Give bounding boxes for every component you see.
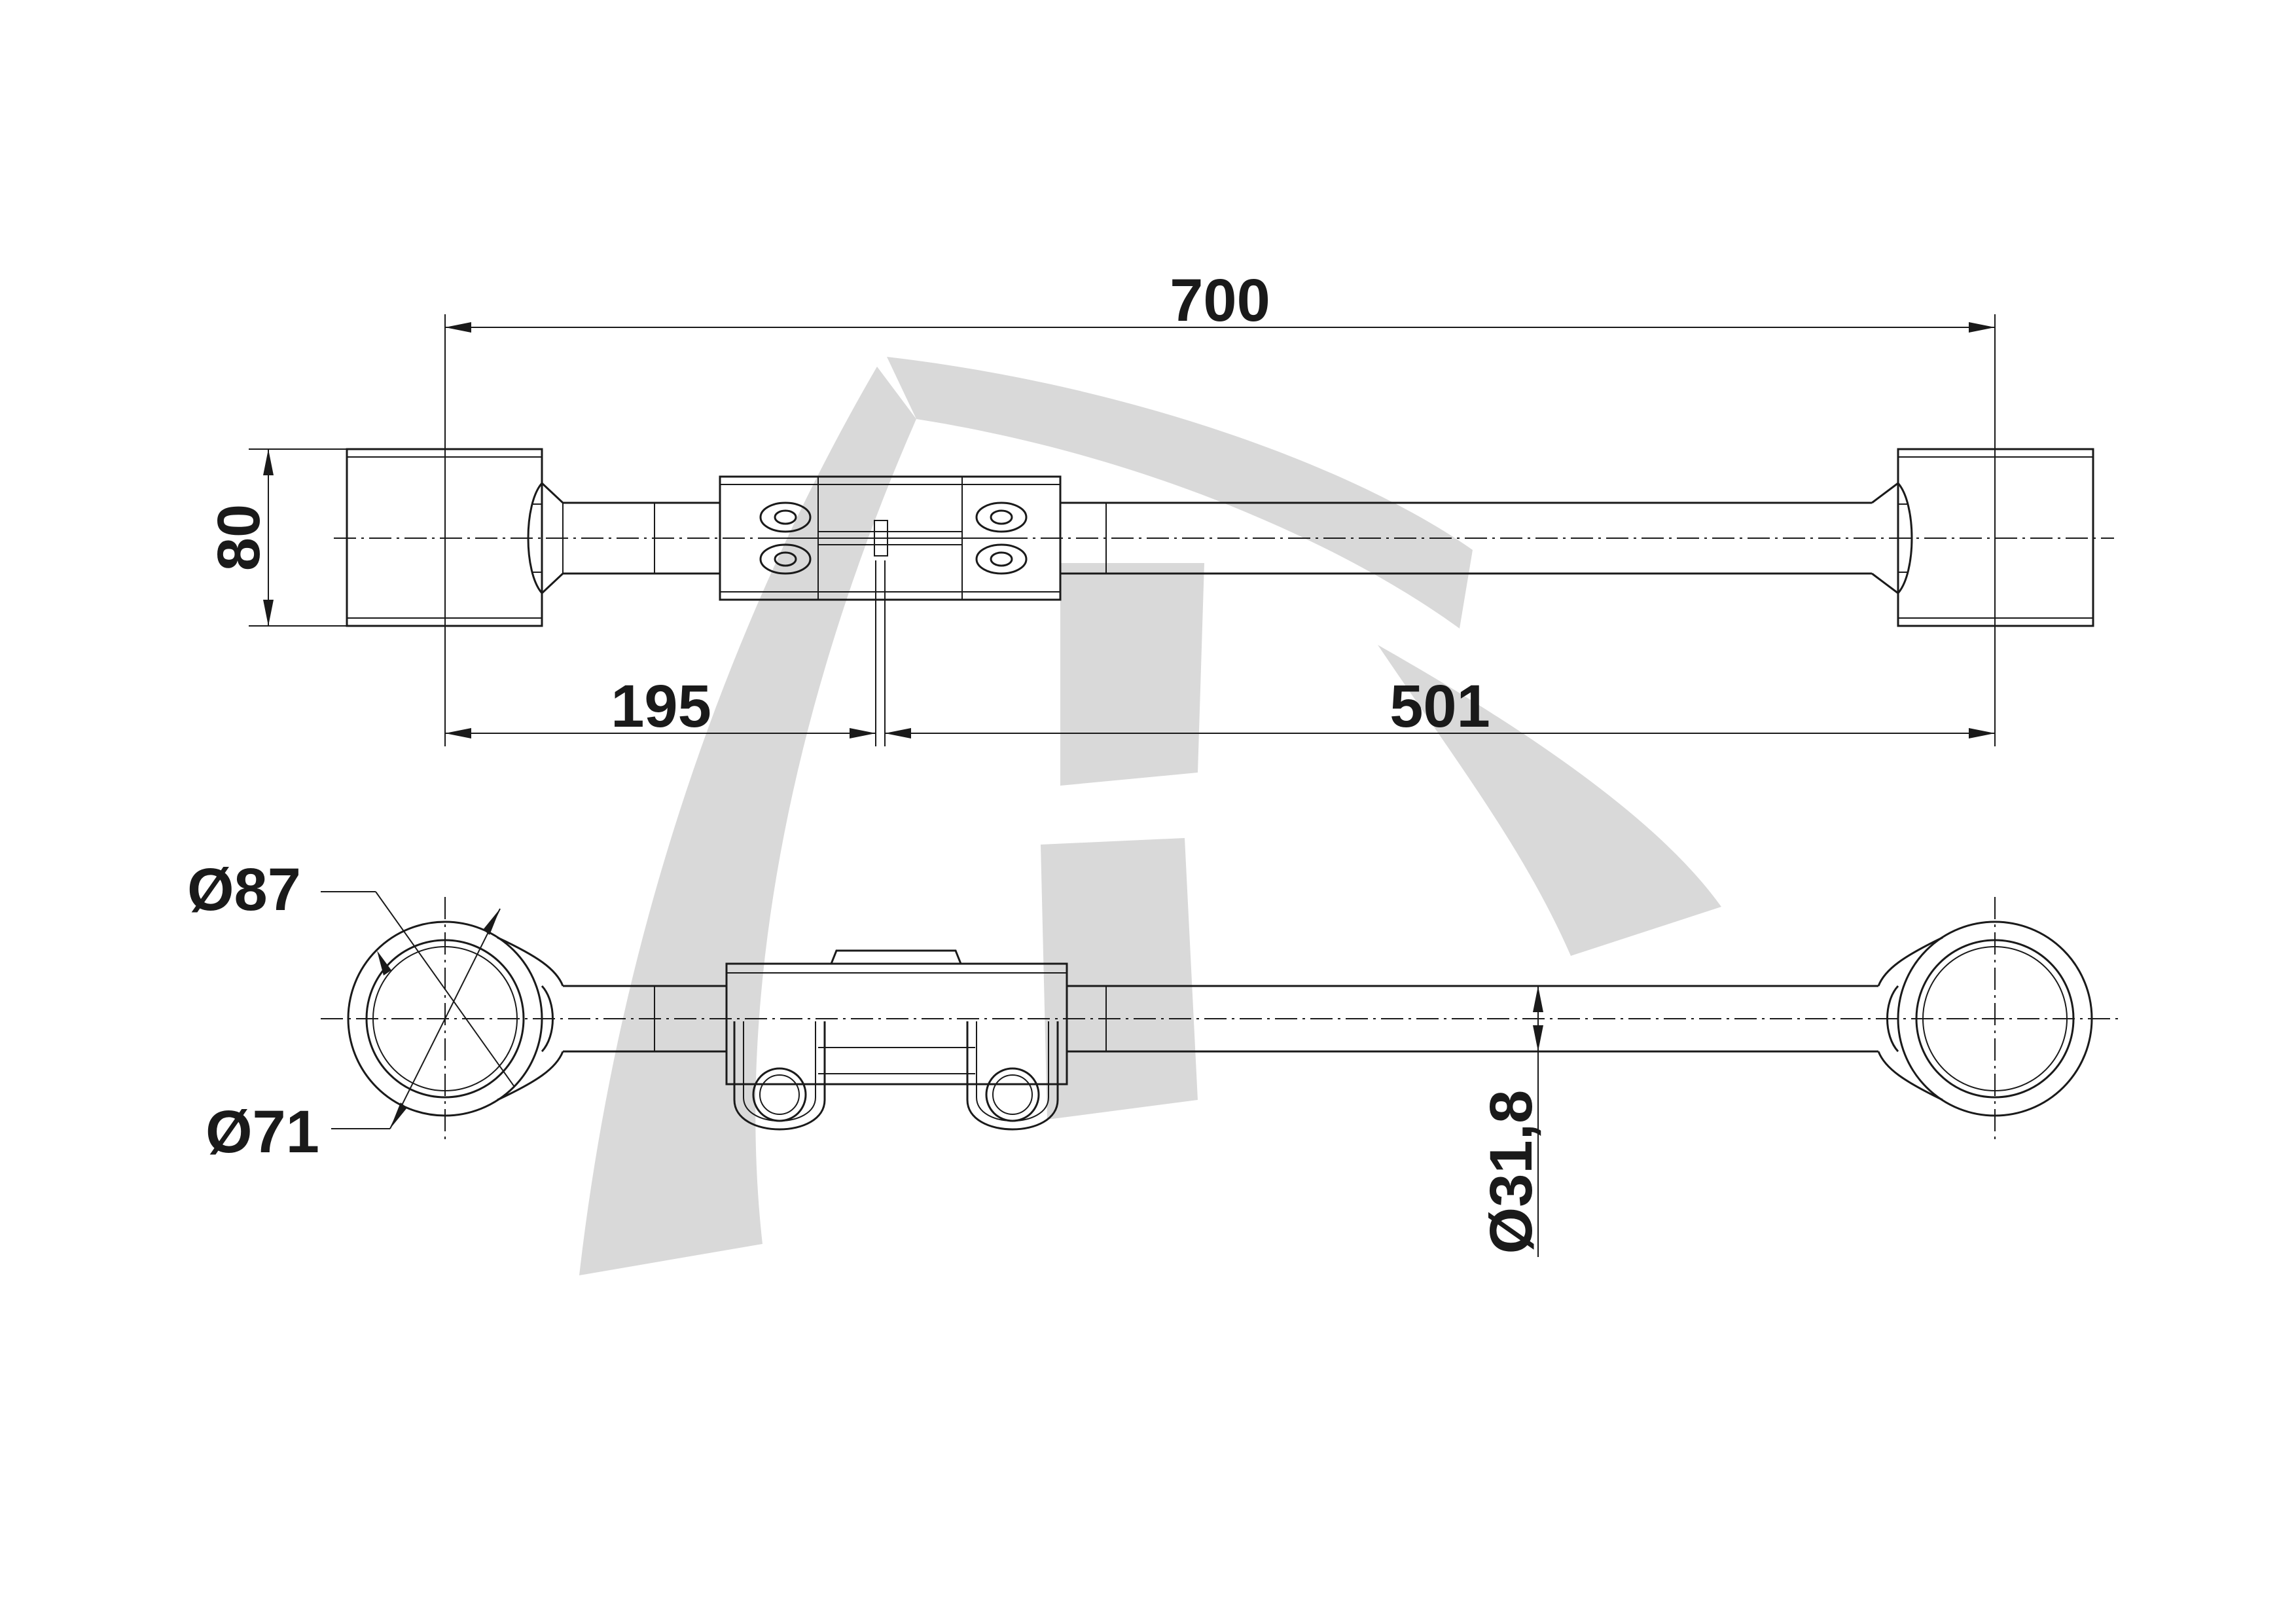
dimension-501: 501 <box>885 673 1995 740</box>
left-tube <box>563 501 720 575</box>
clamp-assembly-top <box>719 475 1062 601</box>
dimension-d71-label: Ø71 <box>206 1099 319 1165</box>
dimension-80-label: 80 <box>206 504 272 571</box>
dimension-d87: Ø87 <box>187 856 515 1087</box>
dimension-d71: Ø71 <box>206 908 501 1165</box>
dimension-80: 80 <box>206 448 347 627</box>
dimension-d31-8-label: Ø31,8 <box>1478 1090 1545 1254</box>
left-ring <box>347 921 564 1117</box>
front-view <box>321 897 2121 1139</box>
top-view <box>334 448 2114 627</box>
dimension-d31-8: Ø31,8 <box>1478 986 1545 1257</box>
front-left-tube <box>563 985 726 1053</box>
dimension-d87-label: Ø87 <box>187 856 301 923</box>
clamp-assembly-front <box>725 949 1068 1131</box>
right-ring <box>1877 921 2093 1117</box>
watermark-logo <box>579 357 1721 1275</box>
right-tube <box>1060 501 1872 575</box>
dimension-501-label: 501 <box>1390 673 1490 740</box>
dimension-195: 195 <box>445 560 886 746</box>
dimension-700: 700 <box>444 267 1996 746</box>
dimension-195-label: 195 <box>611 673 711 740</box>
front-right-tube <box>1067 985 1878 1053</box>
dimension-700-label: 700 <box>1170 267 1270 334</box>
left-end-cylinder <box>346 448 655 627</box>
